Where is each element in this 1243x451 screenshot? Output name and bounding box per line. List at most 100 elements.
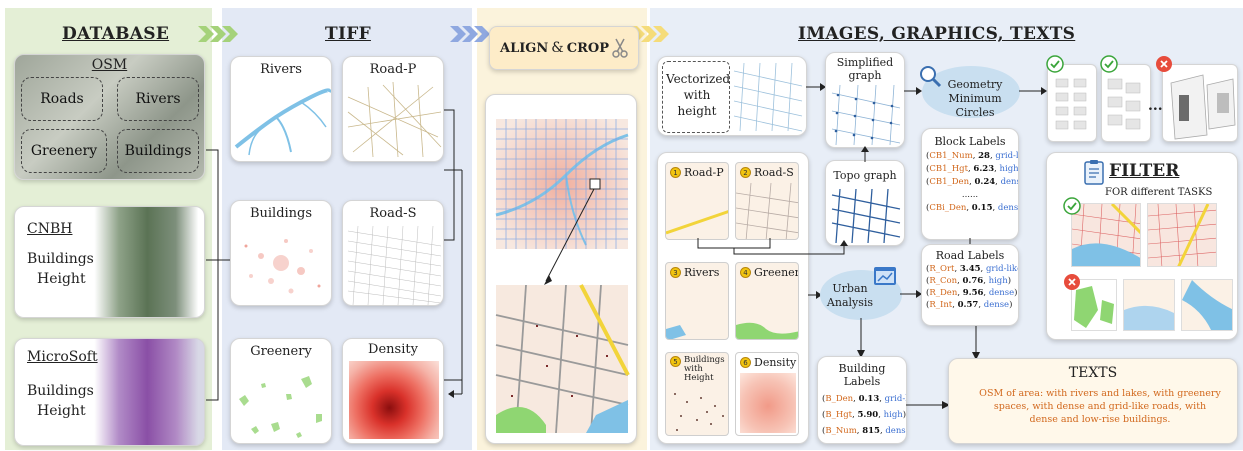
arrow-building-labels-texts bbox=[906, 401, 950, 409]
greenery-image bbox=[736, 322, 798, 339]
layer-number-badge: 6 bbox=[740, 357, 751, 368]
align-amp: & bbox=[551, 40, 564, 56]
arrow-layers-topo bbox=[808, 240, 848, 255]
layer-number-badge: 4 bbox=[740, 267, 751, 278]
layer-greenery: 4Greenery bbox=[735, 262, 799, 340]
microsoft-card: MicroSoft Buildings Height bbox=[14, 338, 205, 446]
cnbh-title: CNBH bbox=[27, 221, 73, 237]
scissors-icon bbox=[612, 38, 628, 58]
microsoft-subtitle-buildings: Buildings bbox=[27, 383, 94, 399]
layer-name: Buildings with Height bbox=[684, 355, 725, 383]
block-label-row: (CB1_Num, 28, grid-like) bbox=[926, 151, 1019, 161]
tiff-tile-label: Road-P bbox=[369, 62, 417, 77]
building-shapes bbox=[1055, 78, 1087, 130]
block-label-dots: ...... bbox=[961, 190, 979, 200]
building-shapes bbox=[1170, 74, 1236, 140]
topo-graph-label: Topo graph bbox=[833, 169, 897, 182]
filter-sample-map bbox=[1074, 286, 1114, 328]
simplified-graph-image bbox=[831, 84, 901, 146]
align-grid-card bbox=[485, 94, 637, 444]
arrow-urban-building-labels bbox=[857, 318, 865, 358]
buildings-image bbox=[674, 393, 724, 431]
microsoft-title: MicroSoft bbox=[27, 349, 98, 365]
filter-sample-map bbox=[1182, 280, 1232, 330]
align-title: ALIGN bbox=[499, 40, 549, 56]
cnbh-subtitle-buildings: Buildings bbox=[27, 251, 94, 267]
layer-name: Rivers bbox=[684, 266, 720, 279]
geometry-ellipsis: ... bbox=[1148, 98, 1163, 114]
chevron-arrows-blue-icon bbox=[450, 26, 490, 42]
crop-title: CROP bbox=[566, 40, 609, 56]
align-crop-button: ALIGN & CROP bbox=[489, 26, 639, 70]
clipboard-icon bbox=[1084, 160, 1104, 185]
tiff-header: TIFF bbox=[325, 24, 371, 44]
osm-title: OSM bbox=[91, 57, 128, 73]
filter-sample-1 bbox=[1071, 203, 1141, 267]
road-labels-card: Road Labels (R_Ort, 3.45, grid-like) (R_… bbox=[921, 244, 1019, 326]
igt-header: IMAGES, GRAPHICS, TEXTS bbox=[798, 24, 1076, 44]
arrow-layers-analysis bbox=[808, 291, 822, 299]
filter-subtitle: FOR different TASKS bbox=[1105, 187, 1213, 198]
chevron-arrows-green-icon bbox=[198, 26, 238, 42]
geometry-ellipse bbox=[922, 66, 1020, 118]
cross-icon bbox=[1064, 274, 1080, 290]
layer-name: Greenery bbox=[754, 266, 798, 279]
urban-analysis-label: Urban Analysis bbox=[826, 282, 874, 309]
tiff-tile-road-p: Road-P bbox=[342, 56, 444, 162]
block-labels-title: Block Labels bbox=[934, 135, 1006, 148]
road-s-map bbox=[347, 225, 442, 305]
osm-layer-buildings: Buildings bbox=[117, 129, 199, 173]
connector-labels-texts bbox=[969, 238, 980, 360]
arrow-geometry-buildings bbox=[1019, 87, 1047, 95]
connector-layers-urban bbox=[697, 238, 826, 255]
vectorized-dash-box bbox=[662, 61, 730, 133]
arrow-vectorized-simplified bbox=[806, 83, 826, 91]
simplified-graph-card: Simplified graph bbox=[825, 52, 905, 148]
filter-sample-map bbox=[1072, 204, 1140, 266]
rivers-map bbox=[234, 88, 331, 156]
osm-layer-roads: Roads bbox=[21, 77, 103, 121]
greenery-map bbox=[239, 376, 322, 438]
tiff-tile-density: Density bbox=[342, 338, 444, 444]
building-label-row: (B_Den, 0.13, grid-like) bbox=[822, 394, 906, 404]
density-heatmap bbox=[349, 361, 439, 439]
geometry-label: Geometry Minimum Circles bbox=[947, 78, 1003, 119]
block-label-row: (CB1_Hgt, 6.23, high) bbox=[926, 164, 1019, 174]
magnifier-icon bbox=[920, 66, 942, 88]
road-p-map bbox=[347, 81, 442, 158]
tiff-tile-label: Road-S bbox=[369, 206, 417, 221]
tiff-tile-label: Rivers bbox=[260, 62, 302, 77]
layer-name: Road-S bbox=[754, 166, 794, 179]
road-labels-title: Road Labels bbox=[935, 249, 1005, 262]
simplified-graph-label: Simplified graph bbox=[836, 56, 894, 82]
database-header: DATABASE bbox=[62, 24, 170, 44]
road-p-image bbox=[666, 210, 728, 235]
osm-card: OSM Roads Rivers Greenery Buildings bbox=[14, 54, 205, 180]
vectorized-label: Vectorized with height bbox=[666, 72, 731, 118]
building-labels-title: Building Labels bbox=[838, 362, 886, 388]
geometry-result-1 bbox=[1047, 64, 1097, 142]
cross-icon bbox=[1156, 56, 1172, 72]
texts-title: TEXTS bbox=[1068, 365, 1118, 381]
geometry-result-3 bbox=[1162, 64, 1238, 142]
tiff-tile-buildings: Buildings bbox=[230, 200, 332, 306]
tiff-tile-label: Density bbox=[343, 342, 443, 357]
road-label-row: (R_Ort, 3.45, grid-like) bbox=[926, 264, 1019, 274]
connector-tiff-align bbox=[444, 109, 463, 398]
filter-sample-map bbox=[1148, 204, 1216, 266]
road-s-image bbox=[736, 182, 798, 239]
filter-card: FILTER FOR different TASKS bbox=[1046, 152, 1238, 340]
filter-sample-3 bbox=[1071, 279, 1117, 331]
layer-name: Density bbox=[754, 356, 797, 369]
filter-sample-map bbox=[1124, 305, 1174, 330]
topo-graph-image bbox=[831, 188, 901, 244]
layer-number-badge: 3 bbox=[670, 267, 681, 278]
